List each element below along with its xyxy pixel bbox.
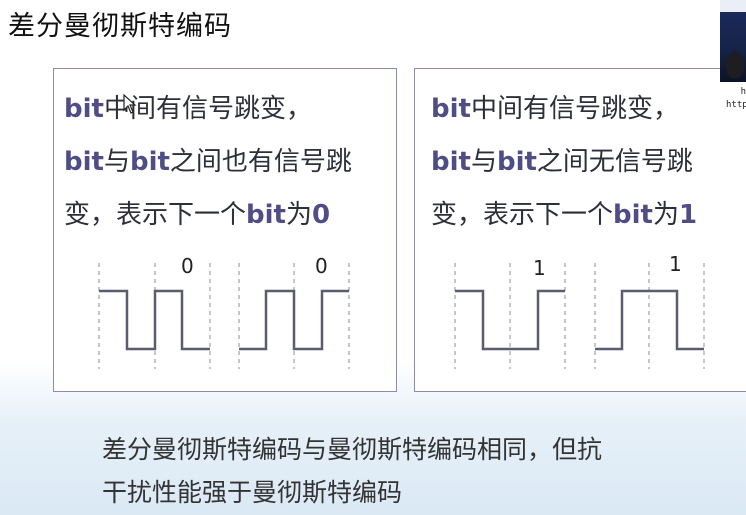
bit-value: 0 xyxy=(311,200,331,230)
corner-text: h xyxy=(740,87,746,97)
caption-line-1: 差分曼彻斯特编码与曼彻斯特编码相同，但抗 xyxy=(102,435,603,464)
waveform-diagram: 1 1 xyxy=(454,252,705,369)
description-text: 之间也有信号跳 xyxy=(169,147,352,177)
caption-line-2: 干扰性能强于曼彻斯特编码 xyxy=(102,478,403,507)
description-text: 中间有信号跳变， xyxy=(470,94,679,124)
description-text: 中间有信号跳变， xyxy=(103,94,312,124)
webcam-logo xyxy=(720,0,746,12)
keyword-bit: bit xyxy=(496,147,537,177)
panel-description: bit中间有信号跳变， bit与bit之间也有信号跳 变，表示下一个bit为0 xyxy=(64,83,388,242)
keyword-bit: bit xyxy=(129,147,170,177)
signal-waveform-b xyxy=(595,289,704,351)
keyword-bit: bit xyxy=(431,147,471,177)
presenter-avatar xyxy=(726,52,744,78)
keyword-bit: bit xyxy=(246,200,286,230)
description-text: 与 xyxy=(103,147,130,177)
keyword-bit: bit xyxy=(64,147,104,177)
signal-waveform-a xyxy=(99,289,210,351)
description-text: 之间无信号跳 xyxy=(536,147,693,177)
bit-label: 0 xyxy=(181,254,194,278)
description-line-2: bit与bit之间无信号跳 xyxy=(431,136,746,189)
keyword-bit: bit xyxy=(613,200,653,230)
bit-value: 1 xyxy=(678,200,698,230)
signal-waveform-a xyxy=(455,289,565,351)
description-text: 变，表示下一个 xyxy=(431,200,614,230)
description-line-3: 变，表示下一个bit为0 xyxy=(64,189,388,242)
url-text: http xyxy=(726,100,746,110)
slide-title: 差分曼彻斯特编码 xyxy=(8,11,232,42)
description-line-1: bit中间有信号跳变， xyxy=(64,83,388,136)
bit-label: 1 xyxy=(669,252,682,276)
waveform-diagram: 0 0 xyxy=(98,254,350,369)
signal-waveform-b xyxy=(239,289,349,351)
description-line-2: bit与bit之间也有信号跳 xyxy=(64,136,388,189)
keyword-bit: bit xyxy=(64,94,104,124)
url-fragment: h http xyxy=(726,86,746,112)
bit-label: 1 xyxy=(533,256,546,280)
description-text: 为 xyxy=(285,200,312,230)
description-text: 为 xyxy=(652,200,679,230)
panel-description: bit中间有信号跳变， bit与bit之间无信号跳 变，表示下一个bit为1 xyxy=(431,83,746,242)
panel-bit-one: bit中间有信号跳变， bit与bit之间无信号跳 变，表示下一个bit为1 1… xyxy=(414,68,746,392)
slide-caption: 差分曼彻斯特编码与曼彻斯特编码相同，但抗 干扰性能强于曼彻斯特编码 xyxy=(102,428,742,514)
mouse-cursor-icon xyxy=(123,94,137,114)
description-line-1: bit中间有信号跳变， xyxy=(431,83,746,136)
panel-bit-zero: bit中间有信号跳变， bit与bit之间也有信号跳 变，表示下一个bit为0 … xyxy=(53,68,397,392)
description-text: 变，表示下一个 xyxy=(64,200,247,230)
description-line-3: 变，表示下一个bit为1 xyxy=(431,189,746,242)
webcam-overlay xyxy=(720,0,746,82)
description-text: 与 xyxy=(470,147,497,177)
keyword-bit: bit xyxy=(431,94,471,124)
bit-label: 0 xyxy=(315,254,328,278)
